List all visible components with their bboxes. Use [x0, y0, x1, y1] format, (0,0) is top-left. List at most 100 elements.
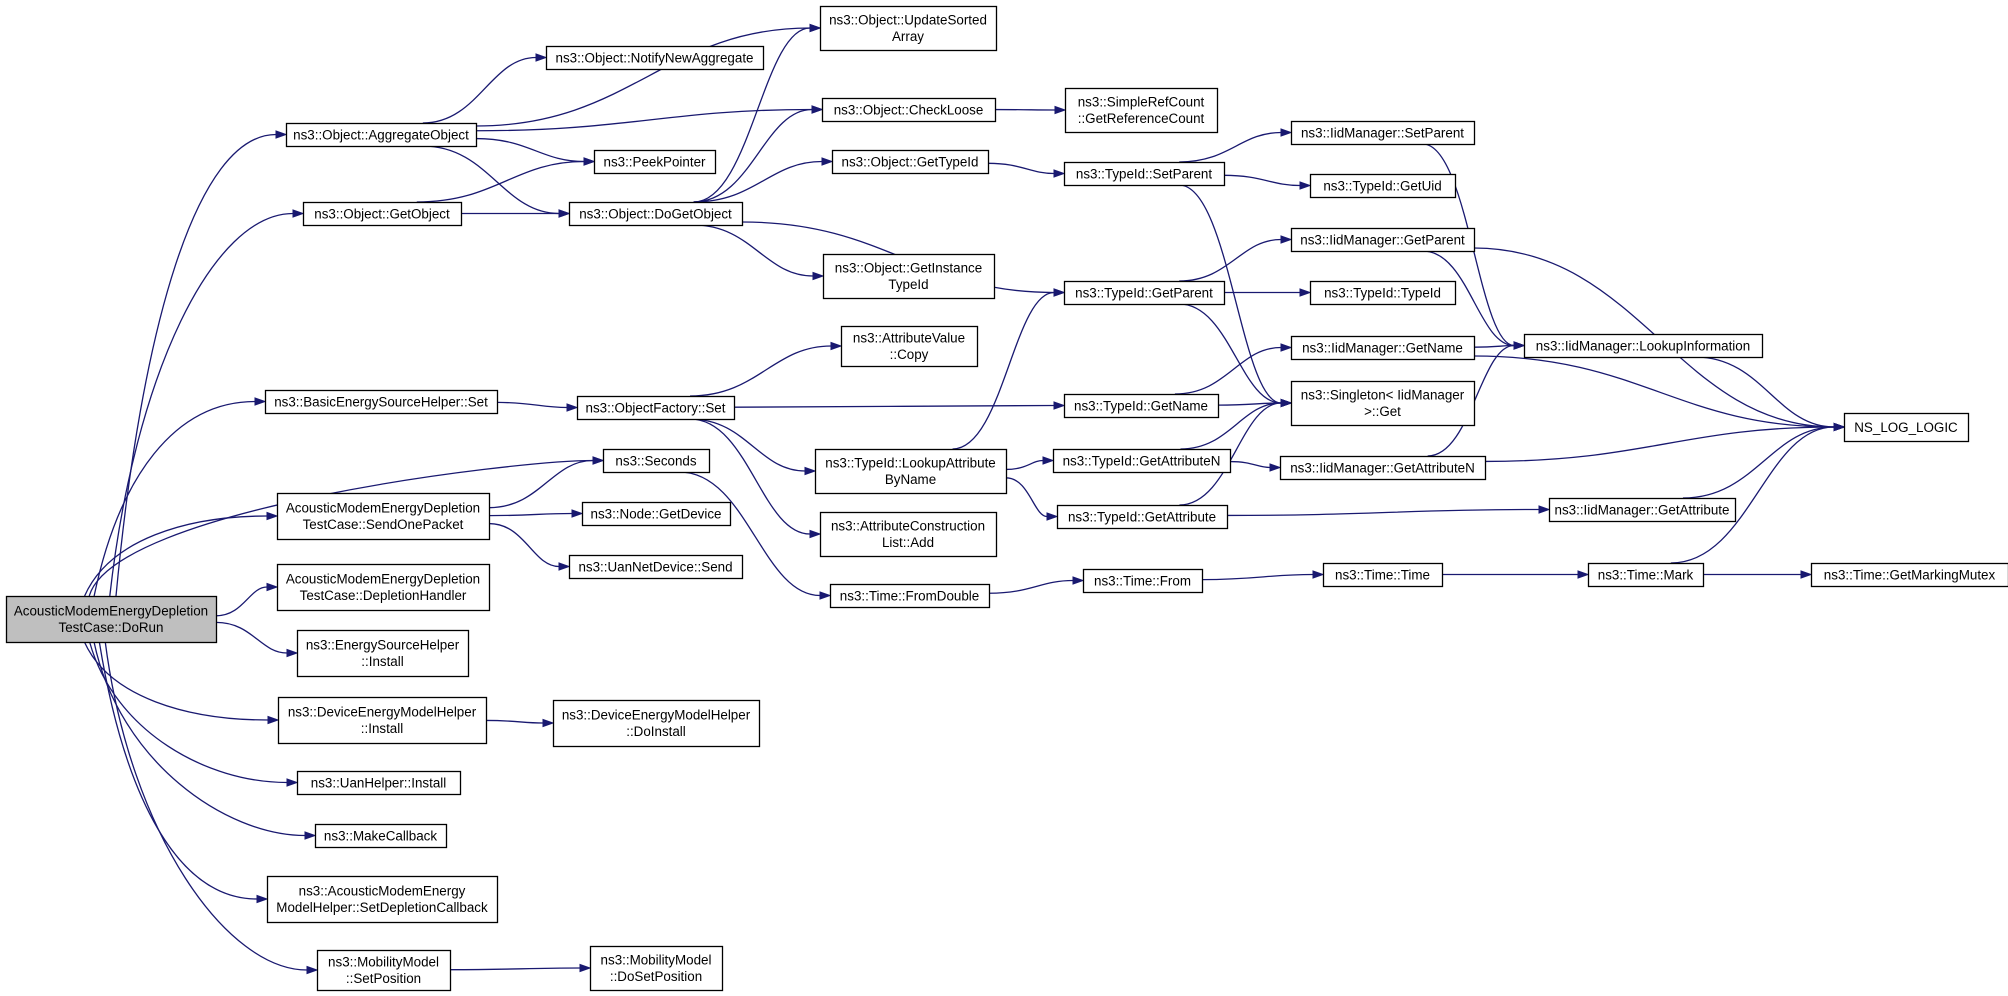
function-node-iid-setparent[interactable]: ns3::IidManager::SetParent: [1290, 120, 1476, 146]
node-label: ns3::AttributeConstruction: [831, 519, 985, 534]
function-node-besh-set[interactable]: ns3::BasicEnergySourceHelper::Set: [264, 389, 499, 415]
node-box: [316, 949, 452, 992]
function-node-depletion[interactable]: AcousticModemEnergyDepletionTestCase::De…: [276, 563, 491, 612]
function-node-tid-getparent[interactable]: ns3::TypeId::GetParent: [1063, 280, 1226, 306]
call-edge-lookupattr-to-tid-getattr: [1005, 477, 1059, 521]
function-node-mm-dosetpos[interactable]: ns3::MobilityModel::DoSetPosition: [589, 945, 724, 992]
node-label: ns3::DeviceEnergyModelHelper: [288, 705, 477, 720]
function-node-uanhelper[interactable]: ns3::UanHelper::Install: [296, 770, 462, 796]
function-node-nslog[interactable]: NS_LOG_LOGIC: [1843, 412, 1970, 443]
node-box: [1309, 280, 1457, 306]
node-box: [1082, 568, 1204, 594]
function-node-dogetobject[interactable]: ns3::Object::DoGetObject: [568, 201, 744, 227]
function-node-getobject[interactable]: ns3::Object::GetObject: [302, 201, 463, 227]
node-box: [1056, 504, 1229, 530]
node-label: ::DoInstall: [626, 724, 686, 739]
function-node-tid-setparent[interactable]: ns3::TypeId::SetParent: [1063, 161, 1226, 187]
node-label: ns3::Seconds: [615, 453, 696, 468]
node-label: ns3::TypeId::GetAttribute: [1068, 509, 1216, 524]
node-box: [581, 501, 732, 527]
node-label: ns3::Object::DoGetObject: [579, 206, 732, 221]
function-node-tid-getattr[interactable]: ns3::TypeId::GetAttribute: [1056, 504, 1229, 530]
call-edge-tid-setparent-to-iid-setparent: [1179, 128, 1293, 163]
node-box: [602, 448, 711, 474]
function-node-demh-doinstall[interactable]: ns3::DeviceEnergyModelHelper::DoInstall: [552, 699, 761, 748]
function-node-amemh[interactable]: ns3::AcousticModemEnergyModelHelper::Set…: [266, 875, 499, 924]
function-node-gettypeid[interactable]: ns3::Object::GetTypeId: [831, 149, 990, 175]
node-label: ModelHelper::SetDepletionCallback: [276, 900, 488, 915]
function-node-tid-getattrn[interactable]: ns3::TypeId::GetAttributeN: [1052, 448, 1232, 474]
node-label: ns3::MakeCallback: [324, 828, 437, 843]
function-node-seconds[interactable]: ns3::Seconds: [602, 448, 711, 474]
function-node-dorun[interactable]: AcousticModemEnergyDepletionTestCase::Do…: [5, 595, 218, 644]
node-box: [5, 595, 218, 644]
call-edge-tid-getattrn-to-iid-getattrn: [1229, 460, 1282, 472]
function-node-getrefcount[interactable]: ns3::SimpleRefCount::GetReferenceCount: [1064, 87, 1219, 134]
function-node-time-mark[interactable]: ns3::Time::Mark: [1587, 562, 1705, 588]
function-node-singleton[interactable]: ns3::Singleton< IidManager>::Get: [1290, 380, 1476, 427]
node-box: [302, 201, 463, 227]
call-edge-tid-setparent-to-tid-getuid: [1223, 174, 1312, 190]
function-node-uansend[interactable]: ns3::UanNetDevice::Send: [568, 554, 744, 580]
call-edge-tid-getattr-to-singleton: [1179, 398, 1293, 506]
node-box: [821, 97, 997, 123]
function-node-tid-getname[interactable]: ns3::TypeId::GetName: [1063, 393, 1220, 419]
node-label: ns3::IidManager::GetAttributeN: [1290, 460, 1475, 475]
function-node-aggregate[interactable]: ns3::Object::AggregateObject: [285, 122, 478, 148]
function-node-iid-getname[interactable]: ns3::IidManager::GetName: [1290, 335, 1476, 361]
function-node-checkloose[interactable]: ns3::Object::CheckLoose: [821, 97, 997, 123]
node-label: TestCase::SendOnePacket: [303, 517, 464, 532]
function-node-av-copy[interactable]: ns3::AttributeValue::Copy: [840, 325, 979, 368]
function-node-esh-install[interactable]: ns3::EnergySourceHelper::Install: [296, 629, 470, 678]
function-nodes: AcousticModemEnergyDepletionTestCase::Do…: [5, 5, 2008, 992]
node-box: [589, 945, 724, 992]
node-box: [1063, 280, 1226, 306]
call-edge-sendone-to-getdevice: [488, 509, 584, 518]
call-edge-dorun-to-esh-install: [215, 621, 299, 658]
function-node-makecb[interactable]: ns3::MakeCallback: [314, 823, 448, 849]
call-edge-dorun-to-depletion: [215, 582, 279, 617]
function-node-iid-getparent[interactable]: ns3::IidManager::GetParent: [1290, 227, 1476, 253]
call-edge-time-from-to-time-time: [1201, 570, 1325, 581]
function-node-peek[interactable]: ns3::PeekPointer: [593, 149, 717, 175]
call-edge-dorun-to-aggregate: [115, 130, 288, 597]
node-label: ns3::MobilityModel: [601, 953, 712, 968]
function-node-mm-setpos[interactable]: ns3::MobilityModel::SetPosition: [316, 949, 452, 992]
node-box: [1309, 173, 1457, 199]
function-node-tid-typeid[interactable]: ns3::TypeId::TypeId: [1309, 280, 1457, 306]
function-node-sendone[interactable]: AcousticModemEnergyDepletionTestCase::Se…: [276, 492, 491, 541]
function-node-tid-getuid[interactable]: ns3::TypeId::GetUid: [1309, 173, 1457, 199]
function-node-of-set[interactable]: ns3::ObjectFactory::Set: [576, 395, 736, 421]
node-box: [545, 45, 765, 71]
function-node-iid-lookupinfo[interactable]: ns3::IidManager::LookupInformation: [1523, 333, 1764, 359]
node-box: [276, 492, 491, 541]
function-node-fromdouble[interactable]: ns3::Time::FromDouble: [829, 583, 991, 609]
call-edge-dorun-to-amemh: [98, 641, 269, 904]
node-label: ns3::TypeId::GetParent: [1075, 285, 1213, 300]
function-node-iid-getattr[interactable]: ns3::IidManager::GetAttribute: [1548, 497, 1737, 523]
call-edge-tid-getparent-to-iid-getparent: [1179, 235, 1293, 282]
node-label: ns3::UanNetDevice::Send: [578, 559, 732, 574]
function-node-getmarking[interactable]: ns3::Time::GetMarkingMutex: [1810, 562, 2008, 588]
function-node-notify[interactable]: ns3::Object::NotifyNewAggregate: [545, 45, 765, 71]
function-node-iid-getattrn[interactable]: ns3::IidManager::GetAttributeN: [1279, 455, 1487, 481]
node-label: ns3::TypeId::LookupAttribute: [825, 456, 995, 471]
call-edge-tid-getattr-to-iid-getattr: [1226, 505, 1551, 517]
node-box: [296, 629, 470, 678]
call-edge-lookupattr-to-tid-getattrn: [1005, 456, 1055, 471]
call-edge-dorun-to-uanhelper: [88, 641, 299, 787]
node-box: [822, 253, 996, 300]
node-label: ::SetPosition: [346, 971, 421, 986]
function-node-time-from[interactable]: ns3::Time::From: [1082, 568, 1204, 594]
node-label: ns3::SimpleRefCount: [1078, 95, 1205, 110]
function-node-getdevice[interactable]: ns3::Node::GetDevice: [581, 501, 732, 527]
node-box: [1843, 412, 1970, 443]
function-node-time-time[interactable]: ns3::Time::Time: [1322, 562, 1444, 588]
node-box: [276, 563, 491, 612]
node-box: [1290, 335, 1476, 361]
function-node-demh-install[interactable]: ns3::DeviceEnergyModelHelper::Install: [277, 696, 488, 745]
